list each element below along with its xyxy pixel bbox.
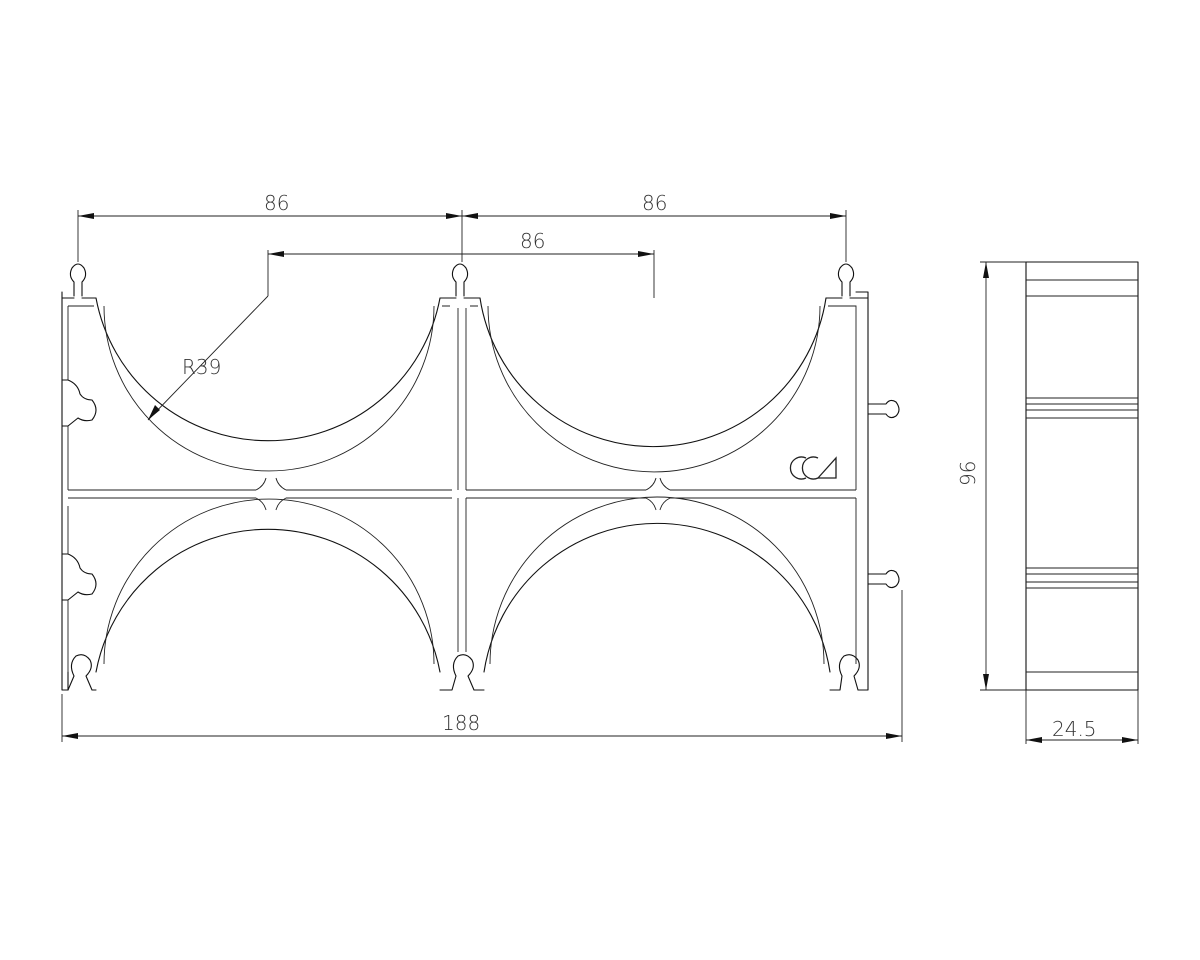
dim-label-top-left: 86 xyxy=(264,191,289,215)
bottom-sockets xyxy=(67,654,860,691)
lower-right-arc-outer xyxy=(483,522,831,673)
dim-label-radius: R39 xyxy=(182,355,221,379)
dimension-overall-width xyxy=(61,590,903,742)
dimension-top-right xyxy=(462,210,847,262)
dimension-height xyxy=(980,261,1026,691)
dim-label-height: 96 xyxy=(956,461,980,486)
side-outline xyxy=(1025,261,1139,691)
front-view xyxy=(61,263,900,691)
lower-left-arc-outer xyxy=(95,528,441,673)
dim-label-center: 86 xyxy=(520,229,545,253)
lower-right-arc-inner xyxy=(489,496,825,665)
left-notch-upper xyxy=(61,379,97,427)
left-notch-lower xyxy=(61,553,97,601)
side-view xyxy=(1025,261,1139,691)
right-pin-lower xyxy=(867,569,900,589)
cca-logo-icon xyxy=(789,456,837,480)
dimension-depth xyxy=(1025,690,1139,744)
dimension-center xyxy=(267,250,655,298)
dim-label-overall-width: 188 xyxy=(442,711,480,735)
dimension-radius xyxy=(147,295,269,421)
upper-left-arc-outer xyxy=(95,297,441,442)
dim-label-top-right: 86 xyxy=(642,191,667,215)
front-outer-frame xyxy=(61,291,869,691)
lower-left-arc-inner xyxy=(103,498,435,665)
upper-right-arc-inner xyxy=(487,305,821,473)
dim-label-depth: 24.5 xyxy=(1052,717,1097,741)
upper-left-arc-inner xyxy=(103,305,435,472)
right-pin-upper xyxy=(867,399,900,419)
center-divider xyxy=(457,308,467,652)
top-knobs xyxy=(69,263,855,297)
dimension-top-left xyxy=(77,210,463,262)
upper-right-arc-outer xyxy=(479,297,827,448)
